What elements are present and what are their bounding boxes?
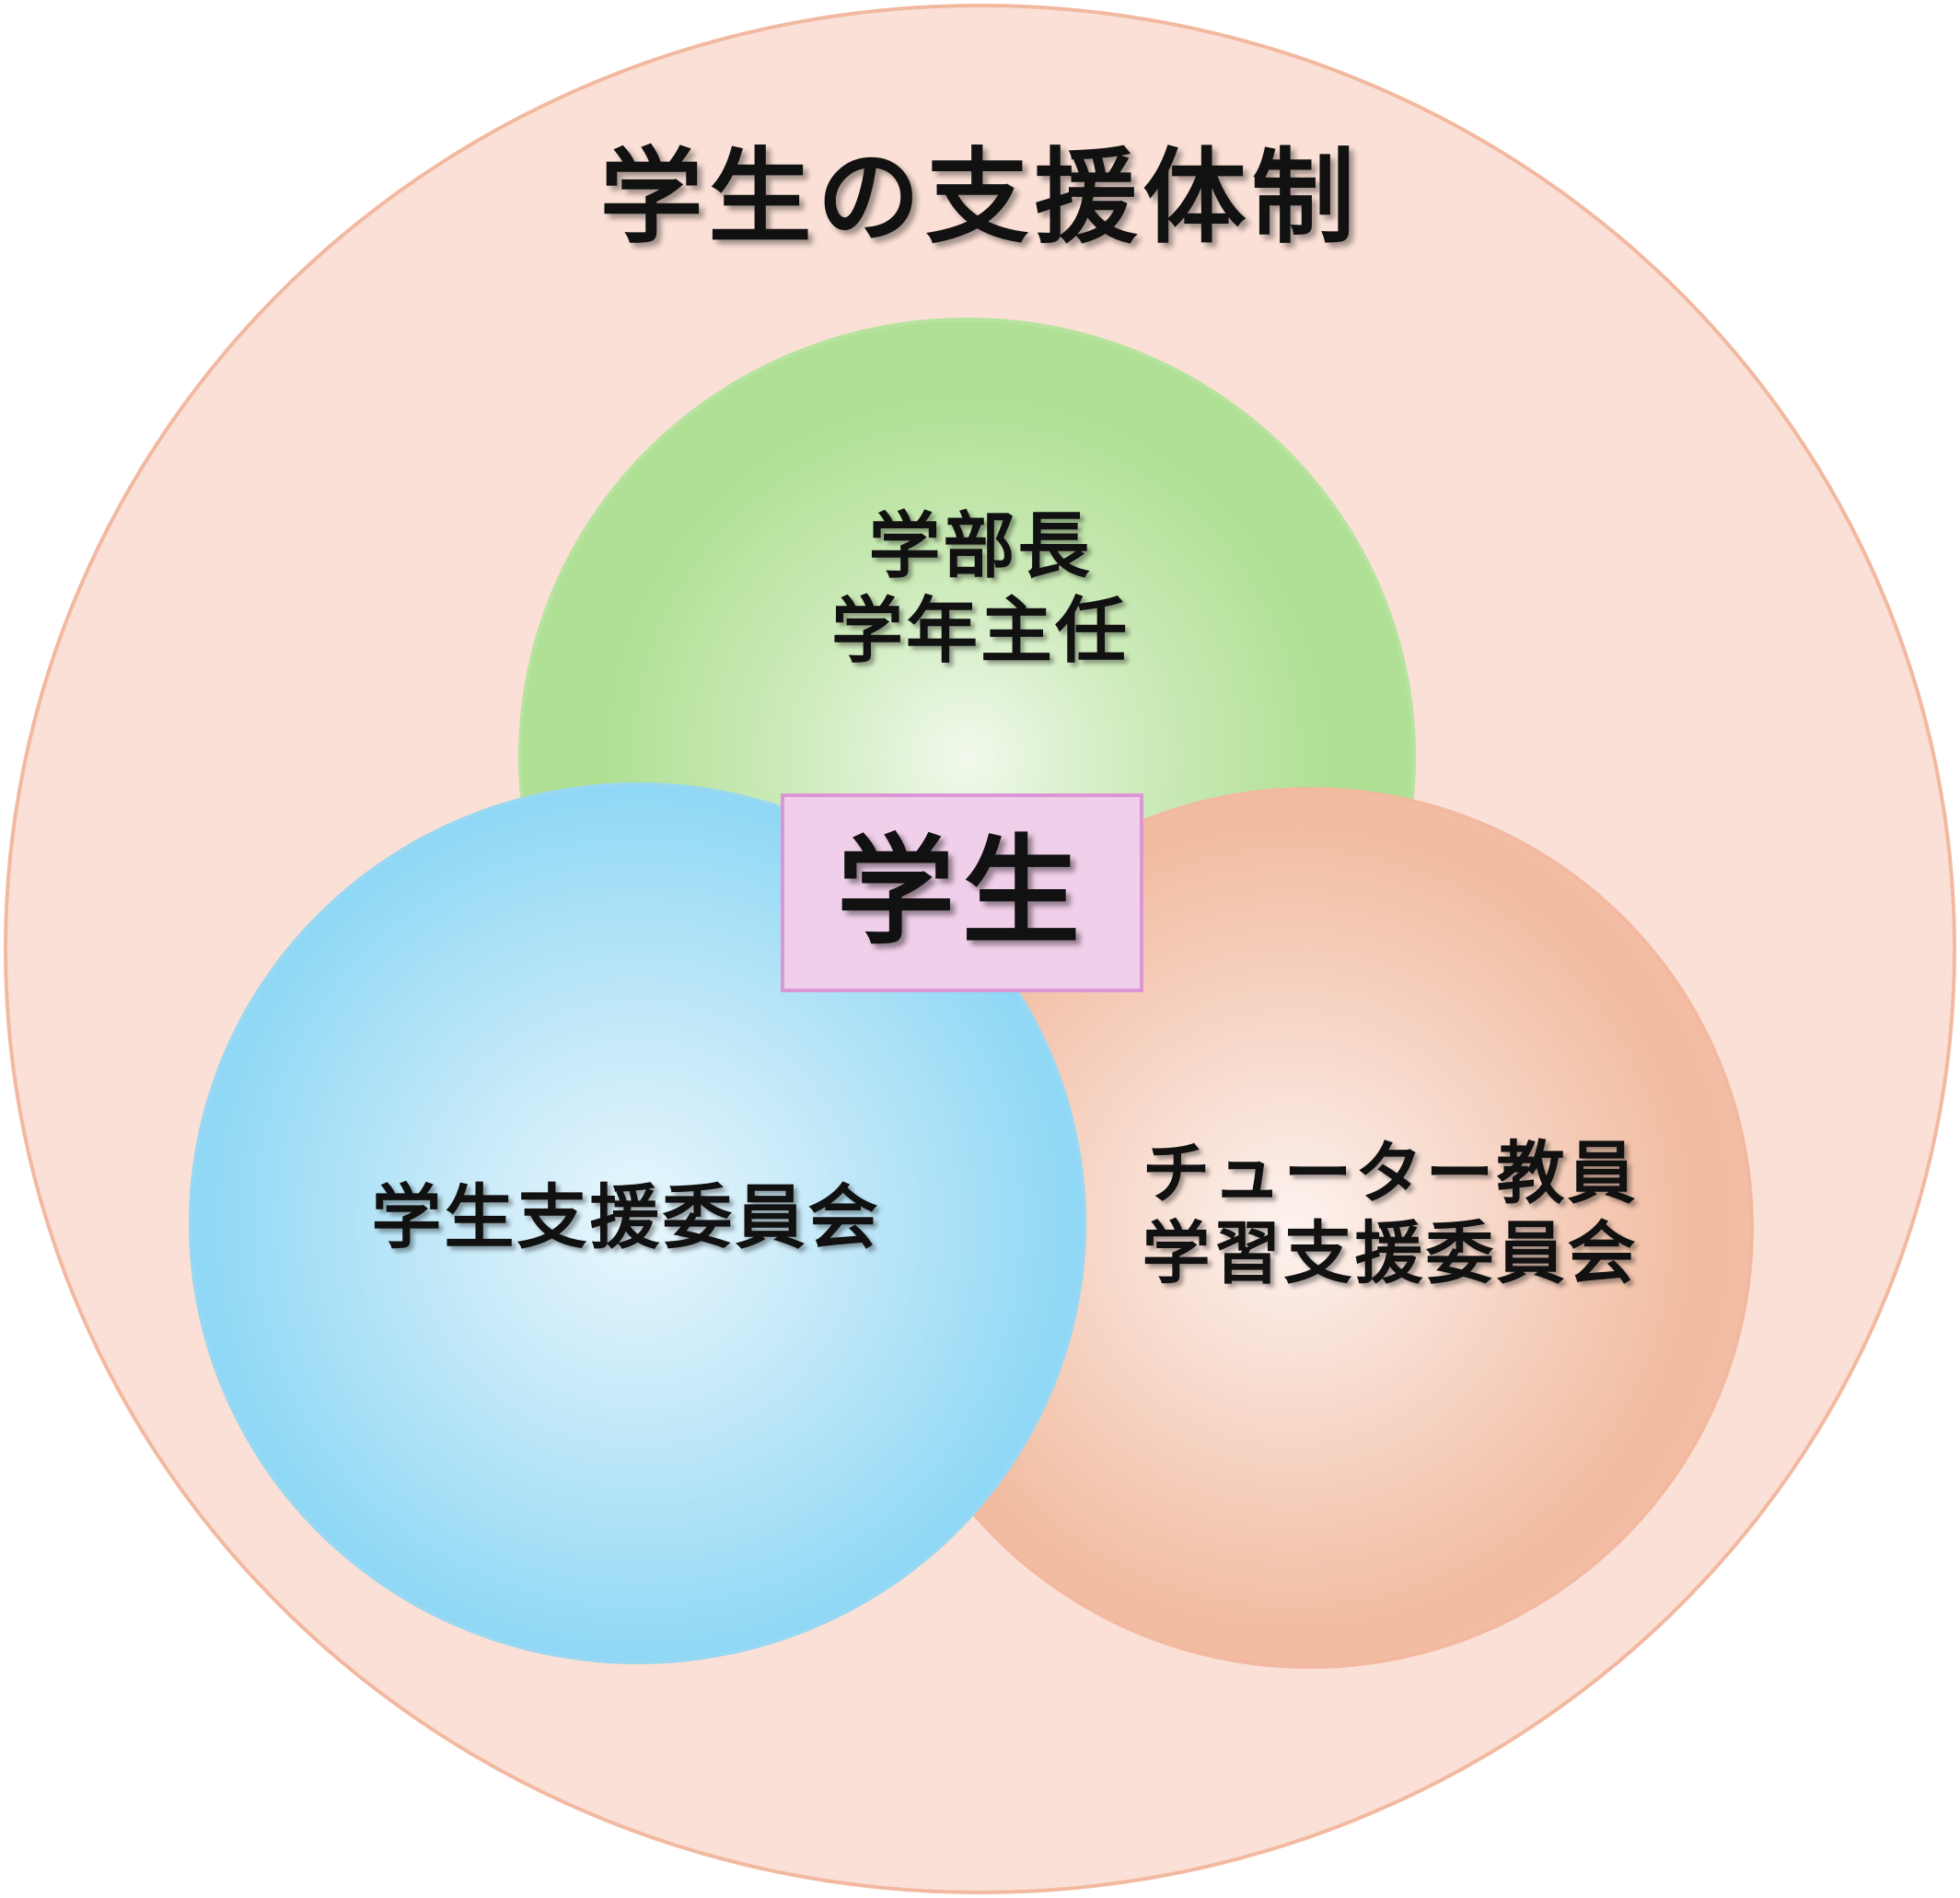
left-circle-line1: 学生支援委員会 <box>371 1176 881 1258</box>
top-circle-label: 学部長 学年主任 <box>755 504 1206 674</box>
right-circle-line2: 学習支援委員会 <box>1142 1214 1639 1294</box>
top-circle-line2: 学年主任 <box>830 590 1130 674</box>
center-label: 学生 <box>836 824 1087 961</box>
diagram-title: 学生の支援体制 <box>599 138 1361 258</box>
right-circle-line1: チューター教員 <box>1142 1134 1639 1213</box>
top-circle-line1: 学部長 <box>868 505 1093 588</box>
right-circle-label: チューター教員 学習支援委員会 <box>1086 1134 1694 1295</box>
left-circle-label: 学生支援委員会 <box>313 1176 939 1259</box>
center-box: 学生 <box>781 793 1143 992</box>
